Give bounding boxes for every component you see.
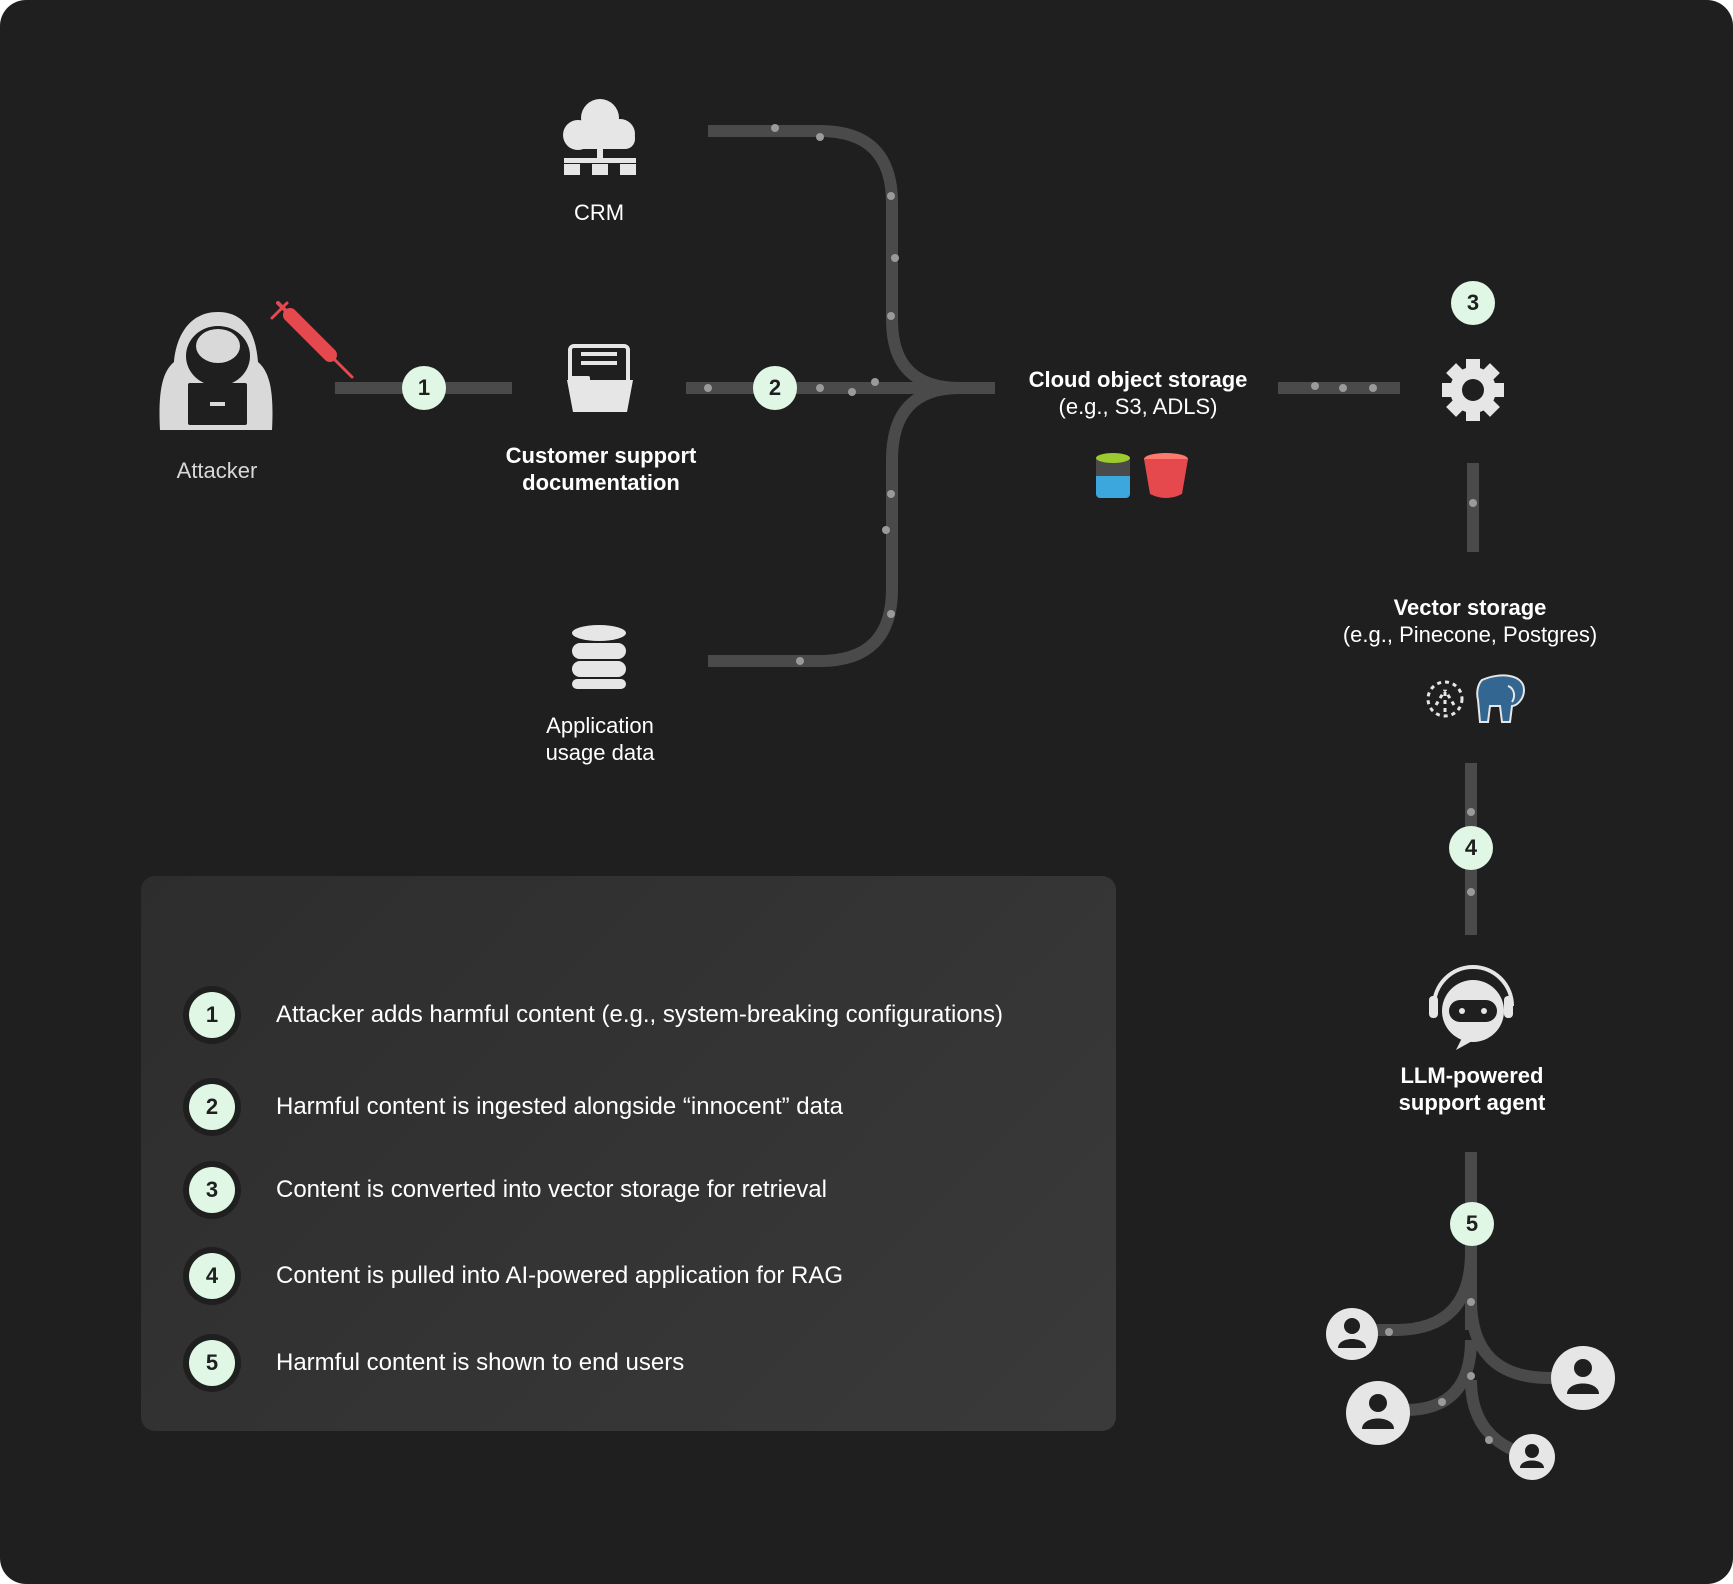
customer-support-line2: documentation — [522, 470, 680, 495]
cloud-storage-label: Cloud object storage (e.g., S3, ADLS) — [1029, 366, 1248, 420]
user-icon — [1509, 1434, 1555, 1480]
azure-blob-storage-icon — [1096, 453, 1130, 498]
pinecone-icon — [1426, 680, 1464, 718]
cloud-storage-subtitle: (e.g., S3, ADLS) — [1058, 394, 1218, 419]
legend-number: 4 — [189, 1253, 235, 1299]
llm-agent-line1: LLM-powered — [1400, 1063, 1544, 1088]
pipe-crm — [708, 125, 961, 394]
gear-icon — [1442, 359, 1504, 421]
legend-text: Harmful content is shown to end users — [276, 1349, 685, 1376]
legend-number: 5 — [189, 1340, 235, 1386]
robot-headset-icon — [1429, 965, 1514, 1050]
step-badge-5: 5 — [1450, 1202, 1494, 1246]
legend-number: 3 — [189, 1167, 235, 1213]
customer-support-line1: Customer support — [505, 443, 697, 468]
pipe-dots — [704, 124, 1493, 1444]
app-usage-line2: usage data — [545, 740, 655, 765]
vector-storage-title: Vector storage — [1393, 595, 1547, 620]
step-badge-3: 3 — [1451, 281, 1495, 325]
legend-row: 1 Attacker adds harmful content (e.g., s… — [141, 985, 1116, 1045]
llm-agent-label: LLM-powered support agent — [1399, 1062, 1546, 1116]
app-usage-label: Application usage data — [546, 712, 655, 766]
cloud-storage-title: Cloud object storage — [1028, 367, 1248, 392]
legend-row: 2 Harmful content is ingested alongside … — [141, 1077, 1116, 1137]
database-icon — [572, 625, 626, 689]
user-icon — [1551, 1346, 1615, 1410]
s3-bucket-icon — [1144, 453, 1188, 498]
user-icon — [1326, 1308, 1378, 1360]
step-badge-2: 2 — [753, 366, 797, 410]
legend-row: 5 Harmful content is shown to end users — [141, 1333, 1116, 1393]
user-icon — [1346, 1381, 1410, 1445]
crm-label: CRM — [573, 200, 625, 225]
legend-number: 1 — [189, 992, 235, 1038]
cloud-network-icon — [563, 99, 636, 175]
pipe-user-right — [1465, 1299, 1583, 1384]
pipe-app-usage — [708, 382, 961, 667]
step-badge-4: 4 — [1449, 826, 1493, 870]
folder-documents-icon — [567, 344, 633, 412]
legend-panel: 1 Attacker adds harmful content (e.g., s… — [141, 876, 1116, 1431]
legend-text: Content is pulled into AI-powered applic… — [276, 1262, 843, 1289]
attacker-label: Attacker — [176, 458, 258, 483]
legend-text: Harmful content is ingested alongside “i… — [276, 1093, 843, 1120]
postgres-elephant-icon — [1476, 674, 1526, 723]
legend-row: 3 Content is converted into vector stora… — [141, 1160, 1116, 1220]
customer-support-label: Customer support documentation — [506, 442, 697, 496]
legend-row: 4 Content is pulled into AI-powered appl… — [141, 1246, 1116, 1306]
llm-agent-line2: support agent — [1398, 1090, 1546, 1115]
pipe-user-left-top — [1355, 1251, 1477, 1336]
vector-storage-subtitle: (e.g., Pinecone, Postgres) — [1342, 622, 1598, 647]
pipe-user-left-bottom — [1378, 1339, 1477, 1416]
legend-text: Attacker adds harmful content (e.g., sys… — [276, 1001, 1004, 1028]
legend-text: Content is converted into vector storage… — [276, 1176, 827, 1203]
syringe-icon — [270, 301, 354, 379]
step-badge-1: 1 — [402, 366, 446, 410]
legend-number: 2 — [189, 1084, 235, 1130]
vector-storage-label: Vector storage (e.g., Pinecone, Postgres… — [1343, 594, 1597, 648]
app-usage-line1: Application — [546, 713, 654, 738]
hooded-hacker-icon — [159, 312, 273, 430]
